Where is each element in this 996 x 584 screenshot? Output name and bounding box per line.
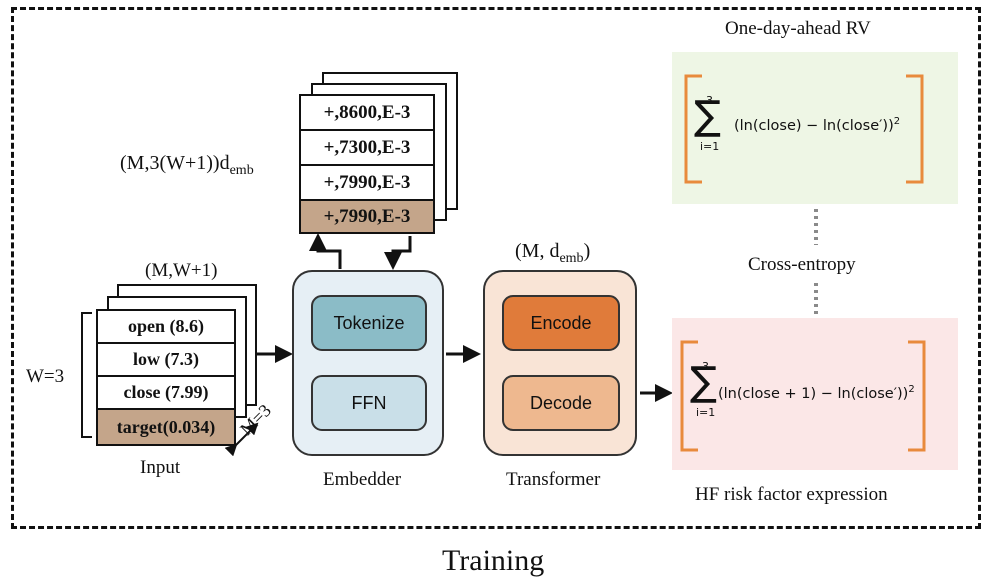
rv-sum-symbol: ∑	[694, 93, 721, 139]
loss-label: Cross-entropy	[748, 254, 856, 275]
arrow-tokens-to-embedder	[384, 236, 412, 270]
rv-title: One-day-ahead RV	[725, 18, 871, 39]
rv-brackets	[684, 74, 924, 184]
hf-formula-body: (ln(close + 1) − ln(close′))2	[718, 384, 915, 402]
transformer-shape-label: (M, demb)	[515, 240, 591, 266]
input-row-open: open (8.6)	[96, 309, 236, 344]
encode-module: Encode	[502, 295, 620, 351]
embedder-name: Embedder	[323, 469, 402, 490]
figure-caption: Training	[442, 544, 545, 577]
rv-formula-panel: 3 ∑ i=1 (ln(close) − ln(close′))2	[672, 52, 958, 204]
token-row-target: +,7990,E-3	[299, 199, 435, 234]
input-row-close: close (7.99)	[96, 375, 236, 410]
tokens-shape-label: (M,3(W+1))demb	[120, 152, 254, 178]
window-size-label: W=3	[26, 366, 65, 387]
token-row-low: +,7300,E-3	[299, 129, 435, 166]
token-row-open: +,8600,E-3	[299, 94, 435, 131]
tokenize-module: Tokenize	[311, 295, 427, 351]
hf-sum-symbol: ∑	[690, 359, 717, 405]
input-row-target: target(0.034)	[96, 408, 236, 446]
input-shape-label: (M,W+1)	[145, 260, 218, 281]
m-depth-arrow	[224, 422, 259, 457]
rv-formula-body: (ln(close) − ln(close′))2	[734, 116, 901, 134]
hf-sum-lower: i=1	[696, 406, 716, 419]
transformer-name: Transformer	[506, 469, 601, 490]
hf-brackets	[680, 340, 926, 452]
ffn-module: FFN	[311, 375, 427, 431]
transformer-panel: Encode Decode	[483, 270, 637, 456]
embedder-panel: Tokenize FFN	[292, 270, 444, 456]
token-table: +,8600,E-3 +,7300,E-3 +,7990,E-3 +,7990,…	[299, 94, 435, 234]
input-table: open (8.6) low (7.3) close (7.99) target…	[96, 309, 236, 447]
token-row-close: +,7990,E-3	[299, 164, 435, 201]
window-bracket	[81, 312, 92, 438]
input-name: Input	[140, 457, 181, 478]
input-row-low: low (7.3)	[96, 342, 236, 377]
rv-sum-upper: 3	[706, 94, 713, 107]
hf-sum-upper: 3	[702, 360, 709, 373]
rv-sum-lower: i=1	[700, 140, 720, 153]
arrow-embedder-to-tokens	[309, 233, 342, 269]
training-frame	[11, 7, 981, 529]
hf-formula-panel: 3 ∑ i=1 (ln(close + 1) − ln(close′))2	[672, 318, 958, 470]
hf-title: HF risk factor expression	[695, 484, 888, 505]
decode-module: Decode	[502, 375, 620, 431]
